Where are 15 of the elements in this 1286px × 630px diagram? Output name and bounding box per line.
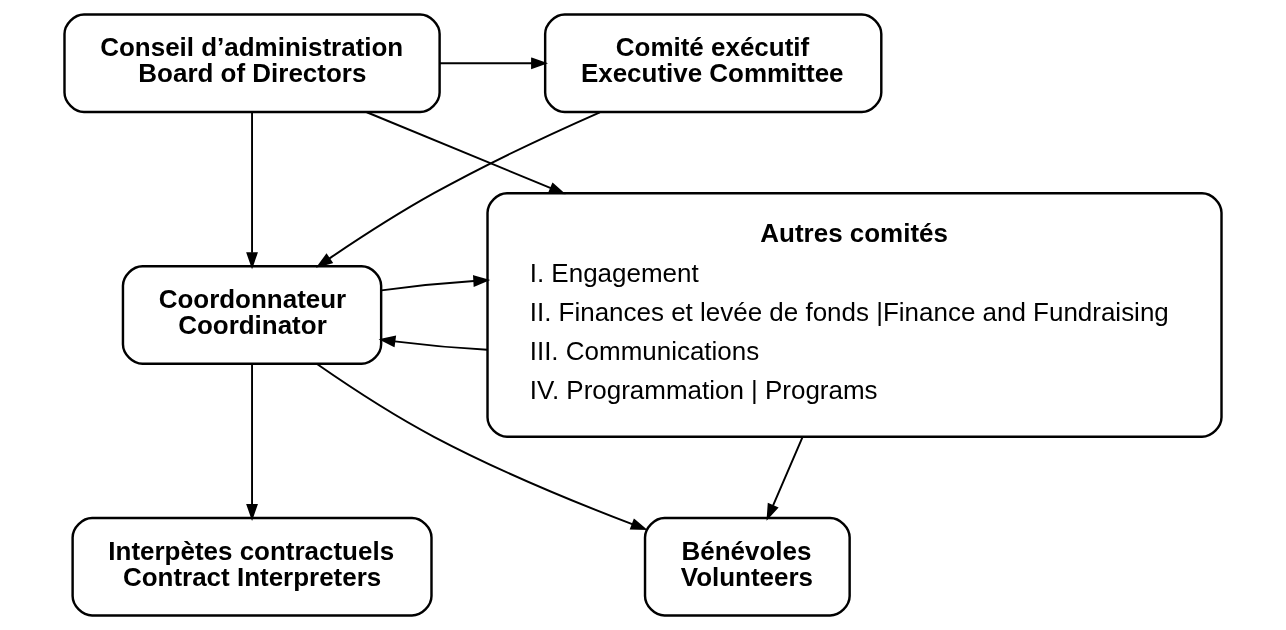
- arrow: [246, 111, 258, 270]
- node-box: Comité exécutif Executive Committee: [543, 13, 883, 114]
- node-box: Autres comités I. Engagement II. Finances et levée de fonds |Finance and Fundraising III. Communications IV. Programmation | Programs: [486, 192, 1223, 438]
- arrow: [438, 57, 548, 70]
- node-box: Bénévoles Volunteers: [643, 516, 851, 617]
- arrow: [766, 436, 804, 521]
- arrow: [380, 275, 491, 292]
- arrow: [378, 335, 489, 351]
- arrow: [365, 111, 566, 195]
- arrow: [246, 362, 258, 521]
- arrow: [315, 362, 648, 530]
- node-box: Interpètes contractuels Contract Interpreters: [71, 516, 433, 617]
- arrow: [315, 111, 601, 268]
- node-box: Conseil d’administration Board of Directors: [63, 13, 441, 114]
- node-box: Coordonnateur Coordinator: [121, 265, 383, 365]
